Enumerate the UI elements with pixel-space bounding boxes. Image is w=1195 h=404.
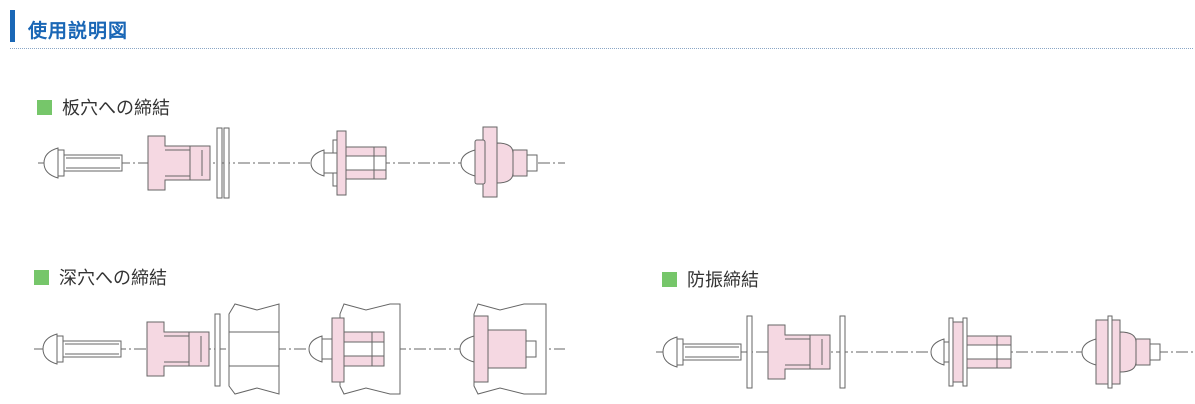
header-accent-bar <box>10 10 15 42</box>
section-header: 使用説明図 <box>10 8 1193 49</box>
green-square-icon <box>37 99 52 115</box>
section-deep-hole-label: 深穴への締結 <box>34 264 167 290</box>
assembled-external <box>1081 315 1161 389</box>
section-anti-vibration-text: 防振締結 <box>687 270 759 291</box>
insert-nut <box>147 135 211 191</box>
assembled-section <box>308 303 401 395</box>
assembled-external <box>459 303 547 395</box>
deep-hole-block <box>228 303 280 395</box>
page-title: 使用説明図 <box>28 20 129 42</box>
insert-nut <box>146 321 210 377</box>
plate <box>746 315 753 389</box>
row-anti-vibration <box>656 315 1195 389</box>
green-square-icon <box>662 271 677 287</box>
row-thin-plate <box>38 126 565 199</box>
assembled-external <box>460 126 538 198</box>
row-deep-hole <box>34 303 565 395</box>
insert-nut <box>767 324 831 380</box>
plate <box>216 127 230 199</box>
screw <box>42 333 122 365</box>
assembled-section <box>310 130 387 196</box>
section-deep-hole-text: 深穴への締結 <box>59 268 167 289</box>
plate <box>214 313 221 387</box>
green-square-icon <box>34 269 49 285</box>
screw <box>662 336 742 368</box>
plate <box>839 315 846 389</box>
section-anti-vibration-label: 防振締結 <box>662 266 759 292</box>
screw <box>43 147 123 179</box>
section-thin-plate-label: 板穴への締結 <box>37 94 170 120</box>
assembled-section <box>930 317 1012 387</box>
section-thin-plate-text: 板穴への締結 <box>62 98 170 119</box>
